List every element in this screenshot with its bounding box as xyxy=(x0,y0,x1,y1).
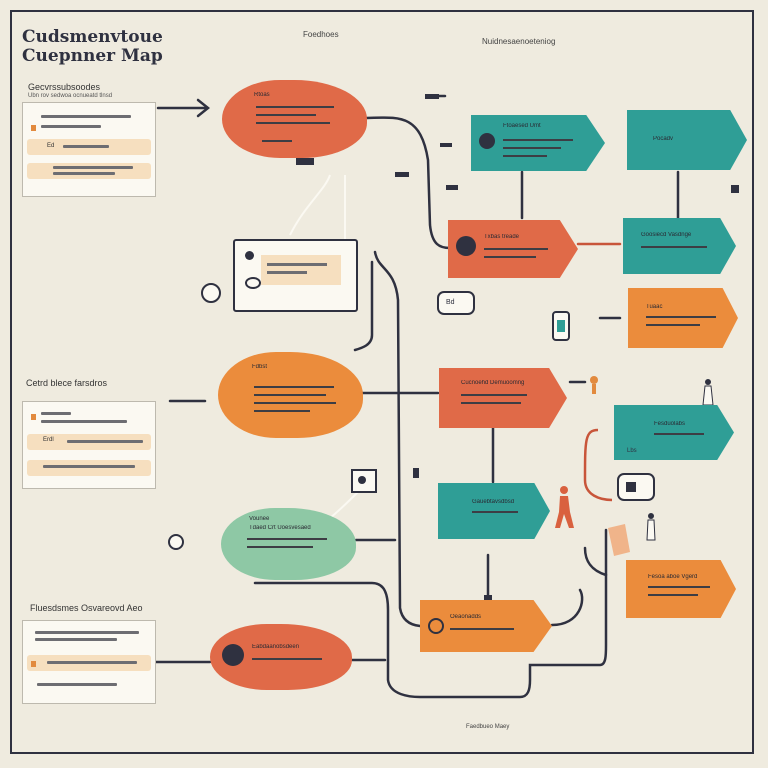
node-1-label: Rtoas xyxy=(254,92,270,98)
screen-panel xyxy=(233,239,358,312)
touchpoint-card-3 xyxy=(22,620,156,704)
node-9-label: Fesduolabs xyxy=(654,421,686,427)
journey-node-5[interactable]: Goosiecd Vasdnge xyxy=(623,218,736,274)
journey-node-6[interactable]: Tuaac xyxy=(628,288,738,348)
node-14-label: Oeaonadds xyxy=(450,614,482,620)
journey-node-3[interactable]: Pocadv xyxy=(627,110,747,170)
journey-node-10[interactable]: Gauebtavsdbsd xyxy=(438,483,550,539)
node-5-label: Goosiecd Vasdnge xyxy=(641,232,692,238)
section-heading-3: Fluesdsmes Osvareovd Aeo xyxy=(30,603,143,613)
small-tag: Lbs xyxy=(627,448,637,454)
node-8-label: Cucnoehd Demuoomng xyxy=(461,380,525,386)
journey-node-7[interactable]: Fdbst xyxy=(218,352,363,438)
node-4-label: Txbas treade xyxy=(484,234,520,240)
node-2-label: Ftoaesed Umt xyxy=(503,123,541,129)
journey-node-1[interactable]: Rtoas xyxy=(222,80,367,158)
journey-node-2[interactable]: Ftoaesed Umt xyxy=(471,115,605,171)
touchpoint-card-2: Erdl xyxy=(22,401,156,489)
footer-caption: Faedbueo Maey xyxy=(466,724,510,730)
node-3-label: Pocadv xyxy=(653,136,674,142)
card-label-1: Ed xyxy=(47,143,55,149)
node-7-label: Fdbst xyxy=(252,364,268,370)
node-11-label: Vounee xyxy=(249,516,270,522)
node-15-label: Eabdaanobsdeen xyxy=(252,644,300,650)
section-subheading-1: Ubn rov sedwoa ocnueatd tlnsd xyxy=(28,93,113,99)
touchpoint-card-1: Ed xyxy=(22,102,156,197)
journey-node-11[interactable]: Vounee Tdaed Crt Uoesvesaed xyxy=(221,508,356,580)
node-13-label: Fesoa aboe Vgerd xyxy=(648,574,698,580)
node-12-label: Tdaed Crt Uoesvesaed xyxy=(249,525,311,531)
journey-node-9[interactable]: Fesduolabs xyxy=(614,405,734,460)
journey-node-12[interactable]: Fesoa aboe Vgerd xyxy=(626,560,736,618)
node-10-label: Gauebtavsdbsd xyxy=(472,499,515,505)
section-heading-1: Gecvrssubsoodes xyxy=(28,82,101,92)
card-label-2: Erdl xyxy=(43,437,54,443)
header-center: Foedhoes xyxy=(303,30,339,39)
section-heading-2: Cetrd blece farsdros xyxy=(26,378,108,388)
title-line-1: Cudsmenvtoue xyxy=(22,27,163,47)
title-line-2: Cuepnner Map xyxy=(22,46,163,66)
journey-node-13[interactable]: Oeaonadds xyxy=(420,600,552,652)
page-border xyxy=(10,10,754,754)
person-figure-icon xyxy=(555,379,714,541)
journey-node-14[interactable]: Eabdaanobsdeen xyxy=(210,624,352,690)
page-title: Cudsmenvtoue Cuepnner Map xyxy=(22,28,163,66)
header-right: Nuidnesaenoeteniog xyxy=(482,37,556,46)
journey-node-8[interactable]: Cucnoehd Demuoomng xyxy=(439,368,567,428)
device-badge: Bd xyxy=(446,299,455,306)
journey-node-4[interactable]: Txbas treade xyxy=(448,220,578,278)
node-6-label: Tuaac xyxy=(646,304,663,310)
